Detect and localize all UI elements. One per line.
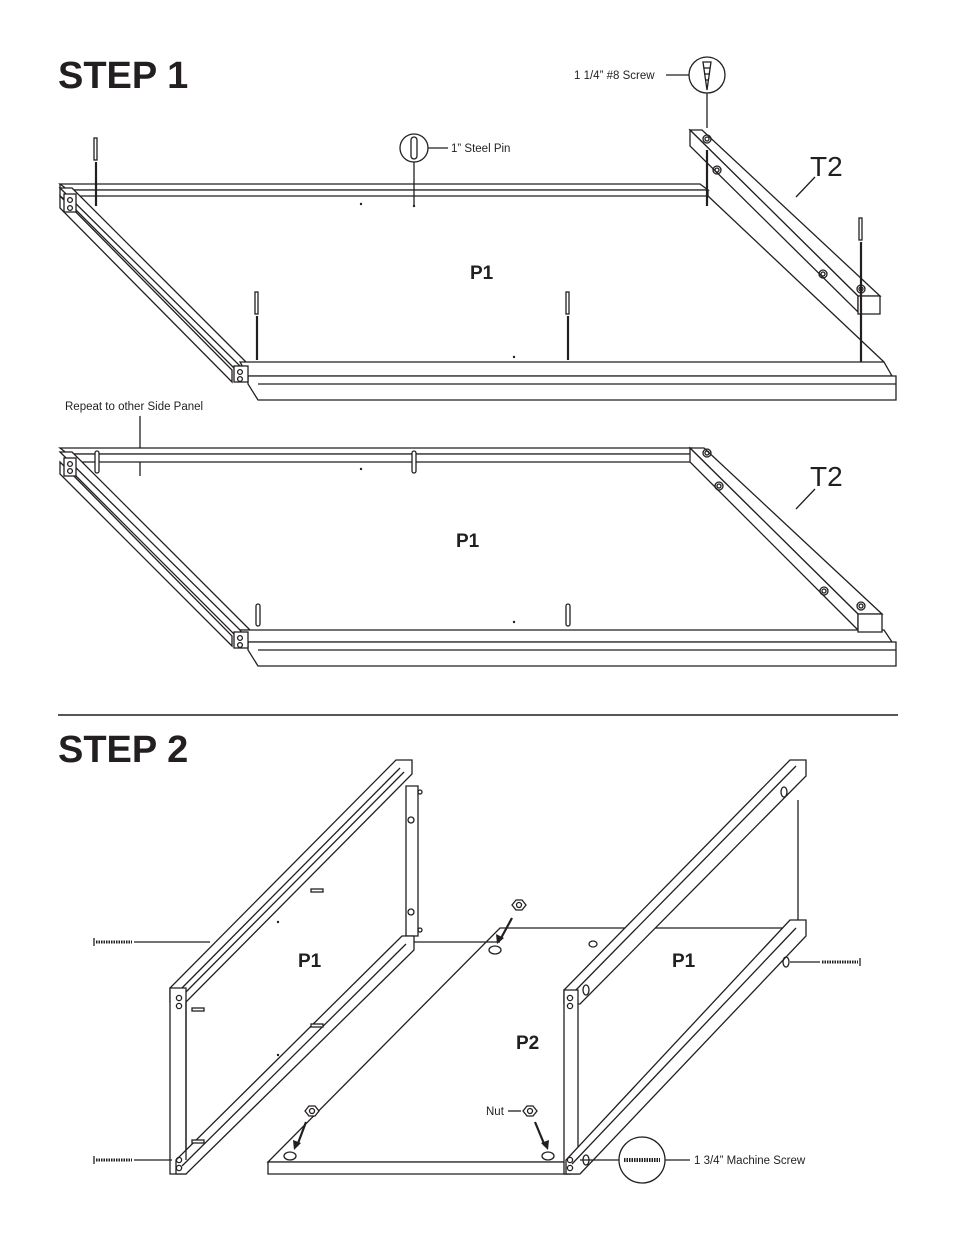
screw-label: 1 1/4” #8 Screw [574,70,655,82]
steel-pin-label: 1” Steel Pin [451,143,510,155]
step2-right-panel [563,759,807,1175]
step1-p1-label: P1 [470,263,494,284]
step1-panel-top [58,183,897,401]
step2-left-p1-label: P1 [298,951,322,972]
step2-right-p1-label: P1 [672,951,696,972]
step1-t2-rail [688,128,882,315]
steel-pin-icon [93,137,863,362]
step1-p1-label-2: P1 [456,531,480,552]
step2-left-panel [169,759,423,1175]
step1-title: STEP 1 [58,55,188,97]
steel-pin-callout [399,133,448,205]
nut-label: Nut [486,1106,505,1118]
nut-icon [293,899,549,1150]
step2-p2-label: P2 [516,1033,539,1054]
magnifier-circle-icon [580,1136,690,1184]
step2-bottom-panel [266,927,802,1175]
screw-callout [666,56,726,128]
step1-t2-label: T2 [810,151,843,182]
machine-screw-label: 1 3/4” Machine Screw [694,1155,806,1167]
machine-screw-icon [93,938,861,1164]
step2-title: STEP 2 [58,729,188,771]
step1-panel-bottom [58,446,897,667]
step1-t2-label-2: T2 [810,461,843,492]
repeat-note: Repeat to other Side Panel [65,401,203,413]
